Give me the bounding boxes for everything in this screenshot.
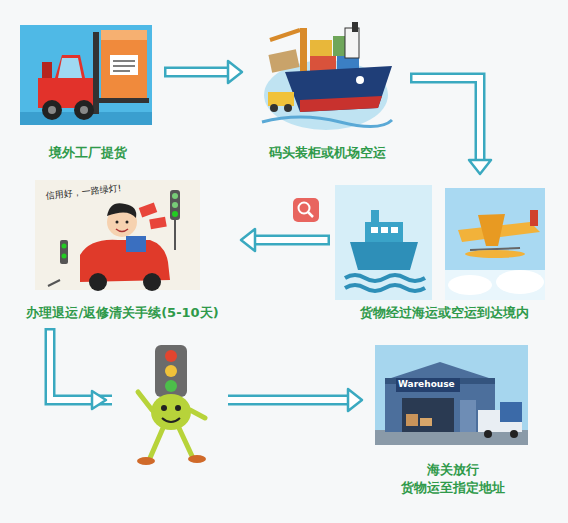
step-box: 海关放行 货物运至指定地址 <box>370 342 535 497</box>
step-caption: 货物经过海运或空运到达境内 <box>360 304 529 322</box>
sign-text: Warehouse <box>398 379 455 389</box>
arrow-outline <box>410 78 480 160</box>
port-ship-illustration <box>262 22 392 130</box>
arrow-fill <box>413 78 481 162</box>
arrow-head <box>348 389 362 411</box>
arrow-head <box>469 160 491 174</box>
step-caption: 海关放行 货物运至指定地址 <box>388 461 518 497</box>
flow-arrow <box>410 78 491 174</box>
step-box: 境外工厂提货 <box>18 22 158 162</box>
step-box: 办理退运/返修清关手续(5-10天) <box>10 178 235 322</box>
speech-text: 信用好，一路绿灯! <box>46 182 123 203</box>
arrow-head <box>228 61 242 83</box>
forklift-illustration <box>20 25 152 125</box>
step-box: 码头装柜或机场空运 <box>250 18 405 162</box>
step-caption: 码头装柜或机场空运 <box>269 144 386 162</box>
sea-air-icons <box>335 185 545 300</box>
car-cartoon <box>35 180 200 291</box>
warehouse-illustration <box>375 345 528 445</box>
arrow-head <box>241 229 255 251</box>
flow-arrow <box>164 61 242 83</box>
flow-arrow <box>241 229 330 251</box>
step-caption: 办理退运/返修清关手续(5-10天) <box>26 304 218 322</box>
arrow-fill <box>254 237 328 243</box>
step-caption: 境外工厂提货 <box>49 144 127 162</box>
search-icon <box>293 198 319 222</box>
arrow-fill <box>167 69 230 75</box>
step-box: 货物经过海运或空运到达境内 <box>338 182 550 322</box>
